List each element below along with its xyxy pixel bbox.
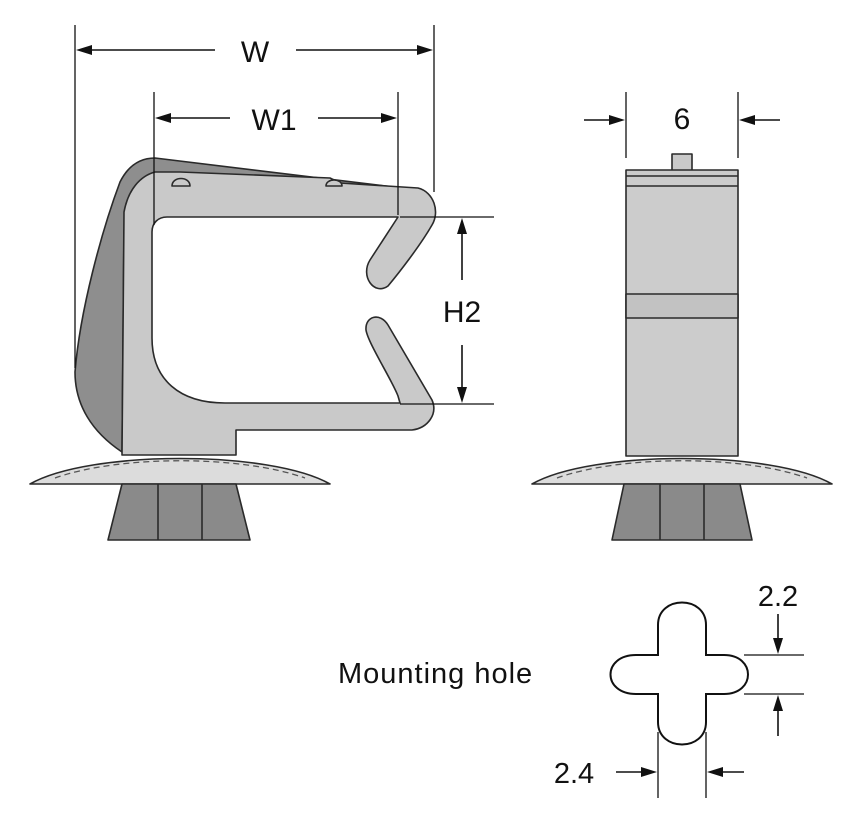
w-label: W <box>241 36 270 69</box>
arm-width-arrowhead-bottom <box>773 695 783 711</box>
arm-width-label: 2.2 <box>758 581 798 613</box>
w1-arrowhead-left <box>155 113 171 123</box>
side-view-base-plate <box>531 457 833 485</box>
mounting-hole-detail: Mounting hole 2.2 2.4 <box>338 581 804 798</box>
gap-arrowhead-left <box>641 767 657 777</box>
side-view-dimensions: 6 <box>584 92 780 158</box>
w1-label: W1 <box>252 104 297 137</box>
front-view-base-plate <box>29 457 331 485</box>
side-view-base-hidden-line <box>556 460 808 479</box>
front-view <box>29 157 437 541</box>
gap-arrowhead-right <box>707 767 723 777</box>
gap-label: 2.4 <box>554 758 594 790</box>
front-view-clip-body <box>121 171 437 456</box>
front-view-base-hidden-line <box>54 460 306 479</box>
side-view-middle-band <box>625 293 739 319</box>
w-arrowhead-left <box>76 45 92 55</box>
w1-arrowhead-right <box>381 113 397 123</box>
front-view-foot <box>107 483 251 541</box>
h2-label: H2 <box>443 296 481 329</box>
side-view-foot <box>611 483 753 541</box>
thickness-arrowhead-right <box>739 115 755 125</box>
thickness-label: 6 <box>674 103 691 136</box>
h2-arrowhead-top <box>457 218 467 234</box>
front-view-top-bump-left <box>171 177 191 187</box>
mounting-hole-label: Mounting hole <box>338 658 533 690</box>
mounting-hole-cross-shape <box>609 601 749 746</box>
thickness-arrowhead-left <box>609 115 625 125</box>
side-view <box>531 153 833 541</box>
front-view-top-bump-right <box>325 179 343 187</box>
h2-arrowhead-bottom <box>457 387 467 403</box>
arm-width-arrowhead-top <box>773 638 783 654</box>
front-view-dimensions: W W1 H2 <box>74 25 494 405</box>
w-arrowhead-right <box>417 45 433 55</box>
